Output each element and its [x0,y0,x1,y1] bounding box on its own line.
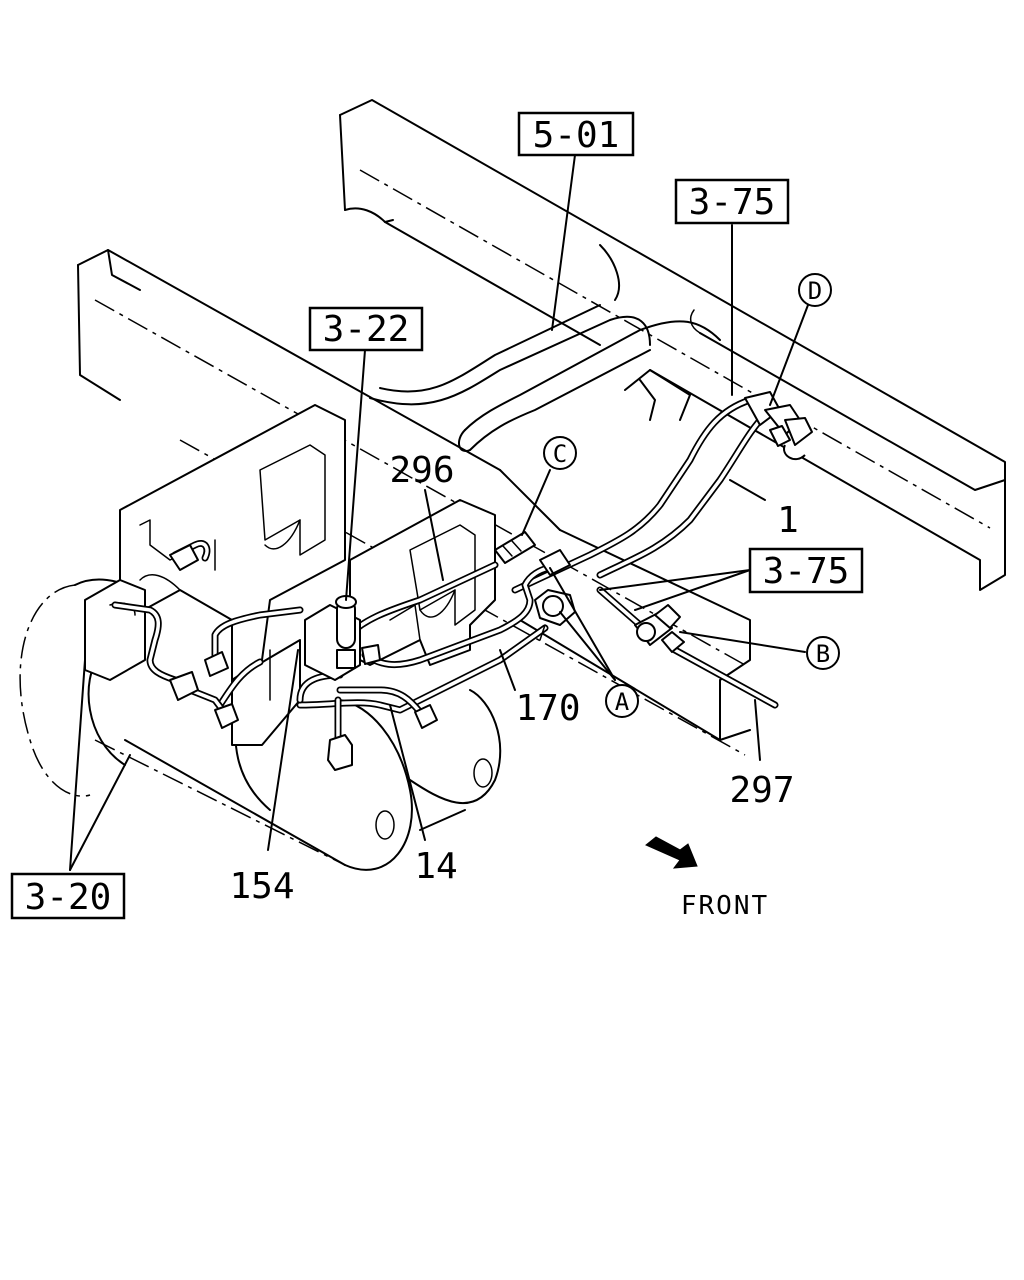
part-number-297: 297 [729,770,794,811]
fitting-a [534,549,576,641]
reference-label: 3-20 [25,877,112,918]
callout-a: A [605,684,639,718]
leader-lines [69,154,809,871]
reference-label: 3-75 [689,182,776,223]
reference-box-3-75-right: 3-75 [748,547,864,594]
reference-box-3-75-top: 3-75 [674,178,790,225]
callout-letter: A [615,688,630,716]
front-direction-indicator: FRONT [645,836,769,921]
front-label: FRONT [681,891,769,921]
reference-label: 5-01 [533,115,620,156]
fitting-b [634,604,685,653]
part-number-1: 1 [777,500,799,541]
callout-d: D [798,273,832,307]
reference-box-5-01: 5-01 [517,111,635,157]
callout-letter: D [808,277,822,305]
callout-b: B [806,636,840,670]
center-bracket-housing [349,499,496,666]
reference-label: 3-75 [763,551,850,592]
arrow-icon [645,836,698,869]
callout-letter: B [816,640,830,668]
part-number-154: 154 [229,866,294,907]
left-fittings [169,544,438,729]
relay-valve [304,595,381,771]
reference-label: 3-22 [323,309,410,350]
part-number-170: 170 [515,688,580,729]
reference-box-3-20: 3-20 [10,872,126,920]
fittings [169,391,813,771]
fitting-c [494,531,536,564]
reference-box-3-22: 3-22 [308,306,424,352]
part-number-14: 14 [414,846,457,887]
part-number-296: 296 [389,450,454,491]
rear-frame-rail [339,99,1006,591]
fitting-d [744,391,813,461]
callout-letter: C [553,440,567,468]
callout-c: C [543,436,577,470]
